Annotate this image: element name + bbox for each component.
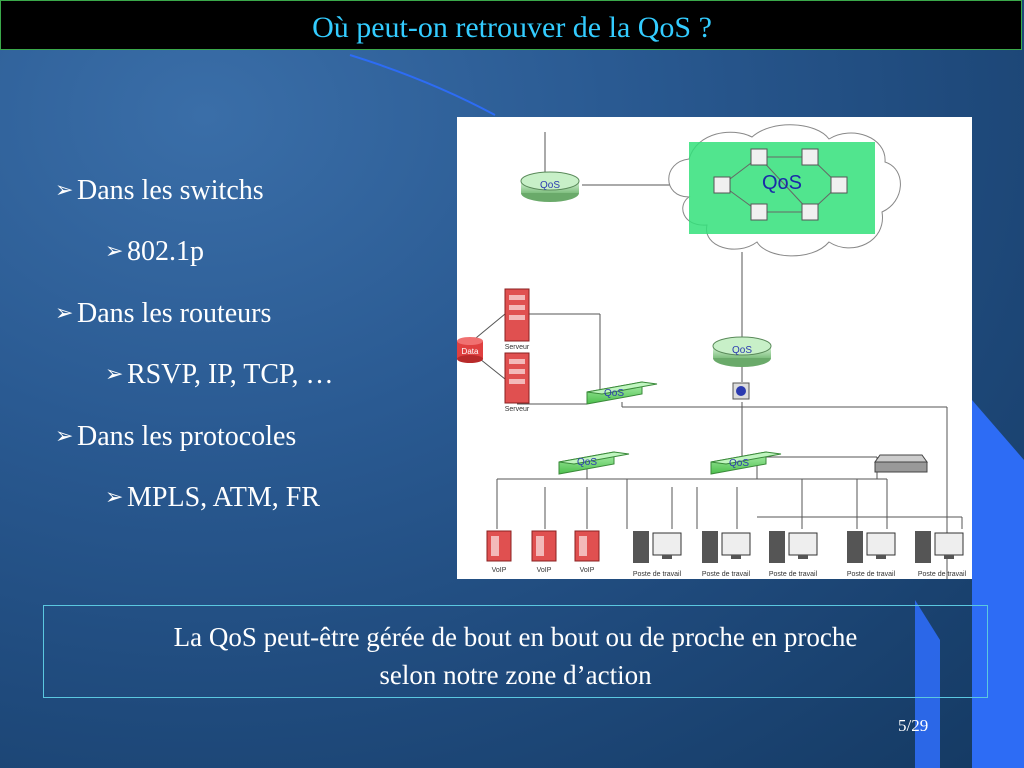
arrow-bullet-icon: ➢	[105, 361, 124, 386]
svg-text:Serveur: Serveur	[505, 406, 530, 413]
voip-phone-icon: VoIP	[574, 530, 600, 574]
summary-note: La QoS peut-être gérée de bout en bout o…	[43, 605, 988, 698]
svg-text:Poste de travail: Poste de travail	[769, 571, 818, 578]
workstation-icon: Poste de travail	[633, 531, 682, 578]
svg-text:QoS: QoS	[732, 345, 752, 356]
arrow-bullet-icon: ➢	[105, 484, 124, 509]
svg-text:Poste de travail: Poste de travail	[918, 571, 967, 578]
note-line-2: selon notre zone d’action	[379, 660, 652, 690]
voip-phone-icon: VoIP	[531, 530, 557, 574]
bullet-item: ➢Dans les protocoles	[55, 421, 297, 452]
workstation-icon: Poste de travail	[769, 531, 818, 578]
slide-title: Où peut-on retrouver de la QoS ?	[312, 11, 712, 44]
hub-icon	[874, 454, 928, 473]
arrow-bullet-icon: ➢	[55, 177, 74, 202]
bullet-item: ➢Dans les switchs	[55, 175, 264, 206]
page-number: 5/29	[898, 716, 929, 735]
workstation-icon: Poste de travail	[847, 531, 896, 578]
cloud-qos-label: QoS	[762, 172, 802, 194]
svg-text:QoS: QoS	[729, 458, 749, 469]
sub-bullet-item: ➢802.1p	[105, 236, 204, 267]
router-icon: QoS	[520, 171, 580, 202]
svg-text:Data: Data	[462, 347, 479, 356]
svg-text:VoIP: VoIP	[537, 567, 552, 574]
sub-bullet-item: ➢MPLS, ATM, FR	[105, 482, 320, 513]
svg-text:VoIP: VoIP	[492, 567, 507, 574]
server-icon: Serveur	[504, 288, 530, 351]
gateway-icon	[732, 382, 750, 400]
svg-text:Poste de travail: Poste de travail	[633, 571, 682, 578]
svg-text:Poste de travail: Poste de travail	[847, 571, 896, 578]
svg-text:QoS: QoS	[604, 388, 624, 399]
qos-cloud: QoS	[668, 124, 901, 257]
svg-text:Poste de travail: Poste de travail	[702, 571, 751, 578]
links	[464, 132, 963, 579]
network-diagram: QoS QoS QoS QoS QoS	[457, 117, 972, 579]
svg-text:QoS: QoS	[540, 180, 560, 191]
database-icon: Data	[457, 337, 483, 363]
server-icon: Serveur	[504, 352, 530, 413]
voip-phone-icon: VoIP	[486, 530, 512, 574]
arrow-bullet-icon: ➢	[55, 423, 74, 448]
switch-icon: QoS	[558, 451, 630, 475]
svg-text:Serveur: Serveur	[505, 344, 530, 351]
title-bar: Où peut-on retrouver de la QoS ?	[0, 0, 1022, 50]
workstation-icon: Poste de travail	[915, 531, 967, 578]
bullet-item: ➢Dans les routeurs	[55, 298, 272, 329]
arrow-bullet-icon: ➢	[55, 300, 74, 325]
svg-text:QoS: QoS	[577, 457, 597, 468]
switch-icon: QoS	[586, 381, 658, 405]
note-line-1: La QoS peut-être gérée de bout en bout o…	[173, 622, 858, 652]
sub-bullet-item: ➢RSVP, IP, TCP, …	[105, 359, 334, 390]
svg-text:VoIP: VoIP	[580, 567, 595, 574]
workstation-icon: Poste de travail	[702, 531, 751, 578]
switch-icon: QoS	[710, 451, 782, 475]
arrow-bullet-icon: ➢	[105, 238, 124, 263]
router-icon: QoS	[712, 336, 772, 367]
